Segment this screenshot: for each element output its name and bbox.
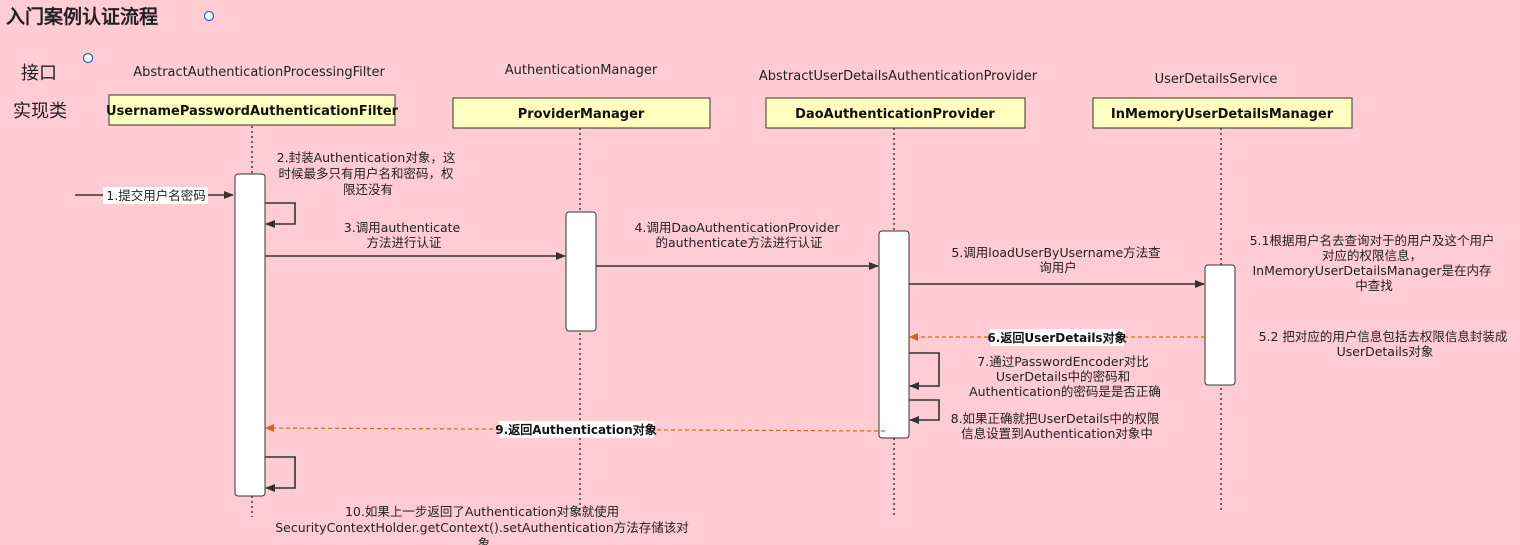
class-box-userdetails-service[interactable]: InMemoryUserDetailsManager xyxy=(1092,97,1353,129)
activation-provider xyxy=(878,230,910,439)
message-label-10-line: SecurityContextHolder.getContext().setAu… xyxy=(275,520,689,535)
message-label-2-line: 时候最多只有用户名和密码，权 xyxy=(279,166,455,181)
message-label-8-line: 8.如果正确就把UserDetails中的权限 xyxy=(951,411,1160,426)
note-5-1-line: 对应的权限信息， xyxy=(1322,248,1422,263)
self-call-arrow-2 xyxy=(265,202,296,228)
message-label-2: 2.封装Authentication对象，这 时候最多只有用户名和密码，权 限还… xyxy=(277,150,460,197)
note-5-1-line: 5.1根据用户名去查询对于的用户及这个用户 xyxy=(1250,233,1495,248)
note-5-1-line: 中查找 xyxy=(1355,278,1393,293)
activation-filter xyxy=(234,173,266,497)
message-label-3: 3.调用authenticate 方法进行认证 xyxy=(344,220,464,250)
note-5-2-line: 5.2 把对应的用户信息包括去权限信息封装成 xyxy=(1259,329,1508,344)
class-name-filter: UsernamePasswordAuthenticationFilter xyxy=(106,104,399,119)
diagram-title: 入门案例认证流程 xyxy=(6,5,158,28)
interface-name-userdetails-service: UserDetailsService xyxy=(1155,72,1278,87)
class-box-manager[interactable]: ProviderManager xyxy=(452,97,711,129)
message-label-3-line: 3.调用authenticate xyxy=(344,220,461,235)
message-label-3-line: 方法进行认证 xyxy=(366,235,442,250)
message-label-5-line: 5.调用loadUserByUsername方法查 xyxy=(951,245,1161,260)
class-name-manager: ProviderManager xyxy=(518,107,645,122)
note-5-2-line: UserDetails对象 xyxy=(1337,344,1434,359)
message-label-5: 5.调用loadUserByUsername方法查 询用户 xyxy=(951,245,1164,275)
note-5-1-line: InMemoryUserDetailsManager是在内存 xyxy=(1252,263,1491,278)
message-label-6: 6.返回UserDetails对象 xyxy=(987,330,1126,345)
row-label-impl: 实现类 xyxy=(13,101,67,122)
message-label-10-line: 象 xyxy=(478,536,491,545)
interface-name-provider: AbstractUserDetailsAuthenticationProvide… xyxy=(759,69,1038,84)
message-label-7-line: UserDetails中的密码和 xyxy=(996,369,1130,384)
interface-name-manager: AuthenticationManager xyxy=(505,63,658,78)
note-5-2: 5.2 把对应的用户信息包括去权限信息封装成 UserDetails对象 xyxy=(1259,329,1512,359)
handle-circle-icon xyxy=(82,52,94,64)
message-label-7: 7.通过PasswordEncoder对比 UserDetails中的密码和 A… xyxy=(969,354,1161,399)
message-label-4-line: 4.调用DaoAuthenticationProvider xyxy=(634,220,840,235)
message-label-1: 1.提交用户名密码 xyxy=(106,188,205,203)
self-call-arrow-10 xyxy=(265,456,296,492)
message-label-4: 4.调用DaoAuthenticationProvider 的authentic… xyxy=(634,220,843,250)
class-name-userdetails-service: InMemoryUserDetailsManager xyxy=(1111,107,1334,122)
message-label-9: 9.返回Authentication对象 xyxy=(495,422,656,437)
class-box-filter[interactable]: UsernamePasswordAuthenticationFilter xyxy=(106,94,399,126)
message-label-bg-6 xyxy=(990,329,1124,346)
message-label-4-line: 的authenticate方法进行认证 xyxy=(655,235,823,250)
interface-name-filter: AbstractAuthenticationProcessingFilter xyxy=(133,65,385,80)
self-call-arrow-7 xyxy=(909,352,940,390)
message-label-2-line: 限还没有 xyxy=(343,182,393,197)
self-call-arrow-8 xyxy=(909,399,940,424)
class-name-provider: DaoAuthenticationProvider xyxy=(795,107,995,122)
message-label-2-line: 2.封装Authentication对象，这 xyxy=(277,150,456,165)
class-box-provider[interactable]: DaoAuthenticationProvider xyxy=(765,97,1026,129)
message-label-7-line: Authentication的密码是是否正确 xyxy=(969,384,1161,399)
row-label-interface: 接口 xyxy=(21,63,57,84)
message-label-bg-1 xyxy=(103,187,208,204)
message-label-8: 8.如果正确就把UserDetails中的权限 信息设置到Authenticat… xyxy=(951,411,1164,441)
message-label-bg-9 xyxy=(499,421,654,438)
activation-manager xyxy=(565,211,597,332)
activation-userdetails-service xyxy=(1204,264,1236,386)
message-label-5-line: 询用户 xyxy=(1039,260,1077,275)
message-label-7-line: 7.通过PasswordEncoder对比 xyxy=(977,354,1148,369)
message-label-10-line: 10.如果上一步返回了Authentication对象就使用 xyxy=(345,504,619,519)
message-label-10: 10.如果上一步返回了Authentication对象就使用 SecurityC… xyxy=(275,504,692,545)
note-5-1: 5.1根据用户名去查询对于的用户及这个用户 对应的权限信息， InMemoryU… xyxy=(1250,233,1499,293)
handle-circle-icon xyxy=(203,10,215,22)
message-label-8-line: 信息设置到Authentication对象中 xyxy=(961,426,1153,441)
